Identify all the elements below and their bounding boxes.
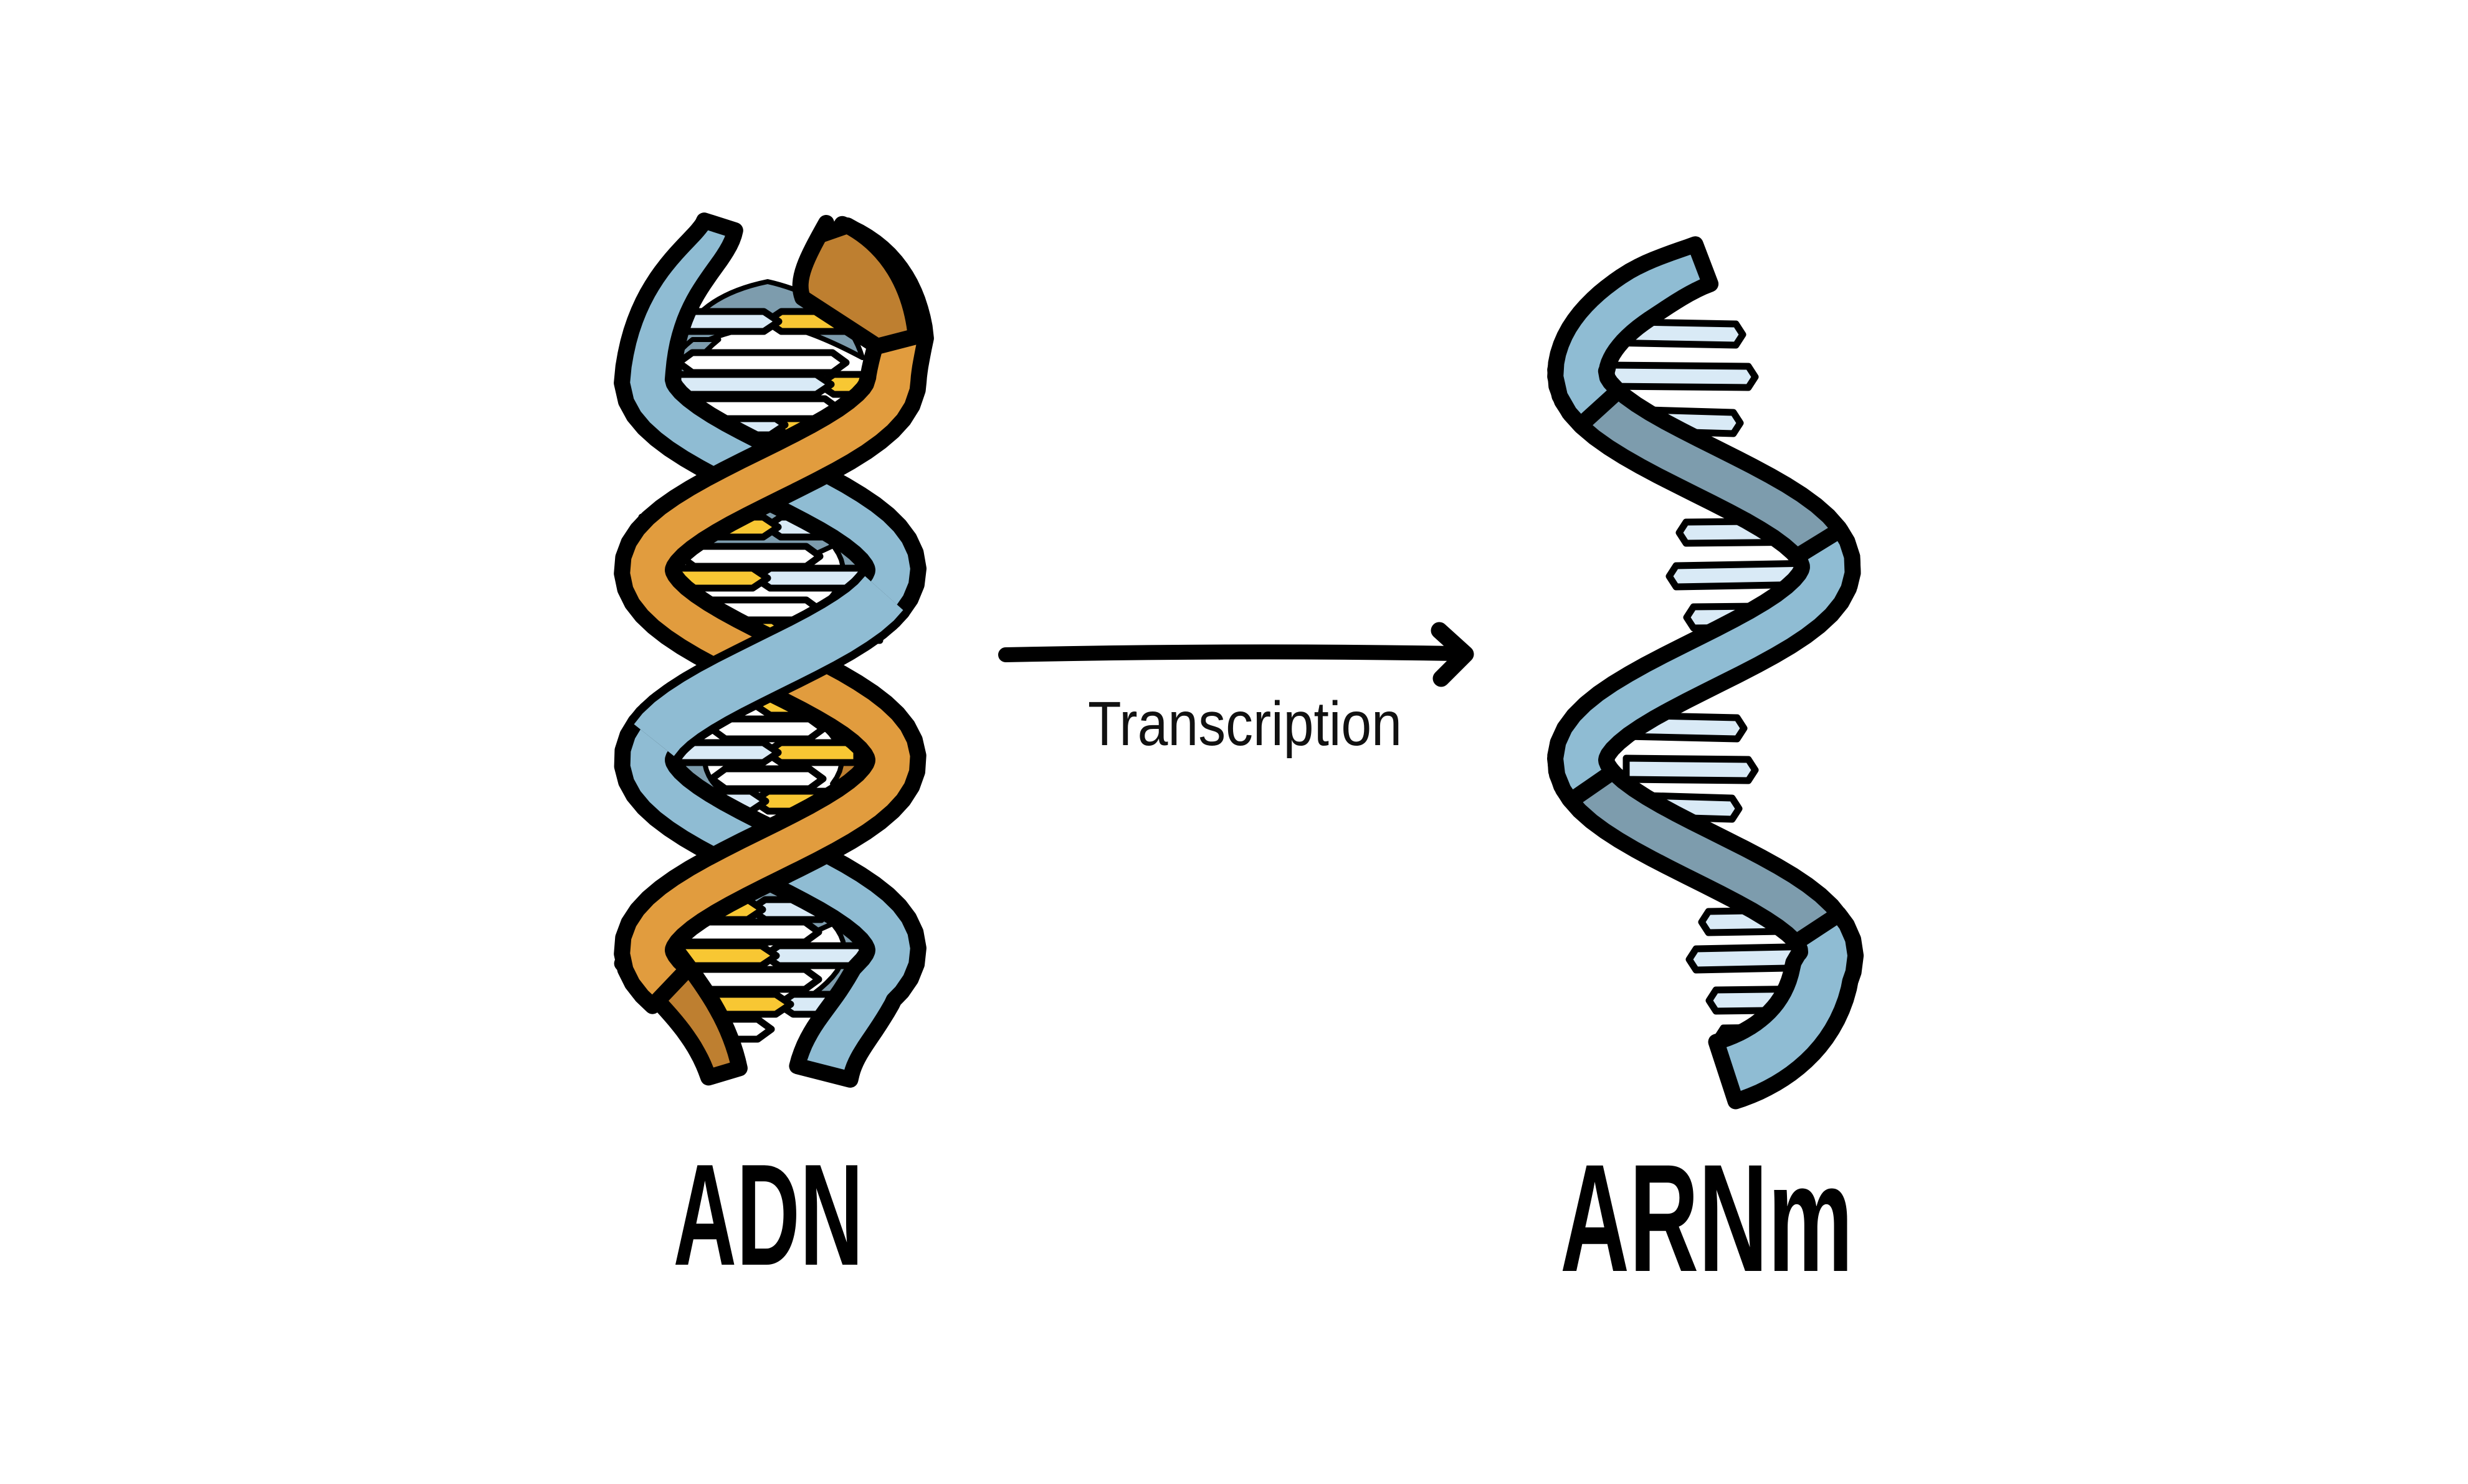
svg-text:ADN: ADN [674, 1134, 864, 1296]
svg-text:ARNm: ARNm [1560, 1133, 1853, 1304]
svg-text:Transcription: Transcription [1088, 689, 1402, 759]
